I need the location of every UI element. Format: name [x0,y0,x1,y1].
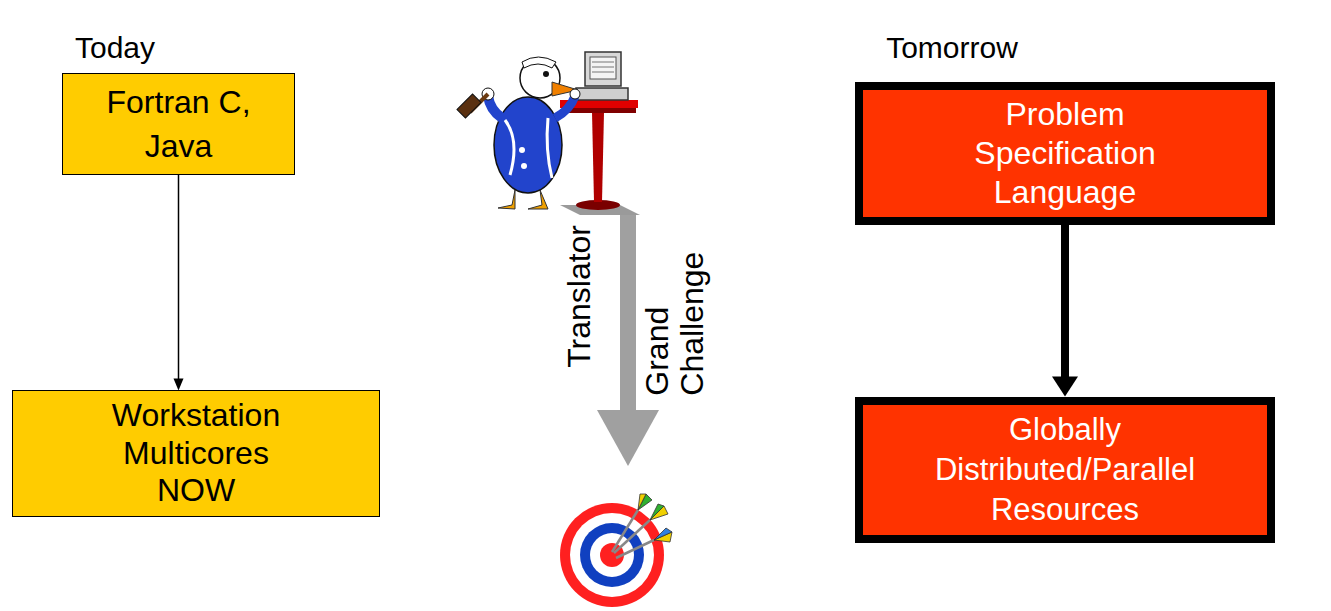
arrow-label: Translator [561,225,598,368]
box-text: Globally Distributed/Parallel Resources [910,410,1220,531]
computer-base [576,88,628,100]
translator-arrow [620,215,636,411]
computer-monitor [585,52,621,86]
flow-arrow [174,175,184,391]
box-text: Fortran C, Java [94,80,264,168]
computer-screen [590,57,616,79]
column-heading: Today [75,31,155,66]
column-heading: Tomorrow [886,31,1018,66]
table-stem [592,112,604,202]
box-text: Problem Specification Language [945,95,1185,212]
arrow-label: Grand Challenge [640,221,710,396]
resources-box: Globally Distributed/Parallel Resources [855,397,1275,544]
connector-line [1061,225,1069,378]
translator-arrowhead [597,410,659,466]
connector-line [178,175,180,380]
target [560,494,672,607]
arrowhead [174,378,184,390]
box-text: Workstation Multicores NOW [91,397,301,510]
specification-box: Problem Specification Language [855,82,1275,225]
flow-arrow [1052,225,1078,397]
arrowhead [1052,377,1078,397]
duck [457,57,580,209]
language-box: Fortran C, Java [62,73,295,174]
platform-box: Workstation Multicores NOW [12,390,380,516]
